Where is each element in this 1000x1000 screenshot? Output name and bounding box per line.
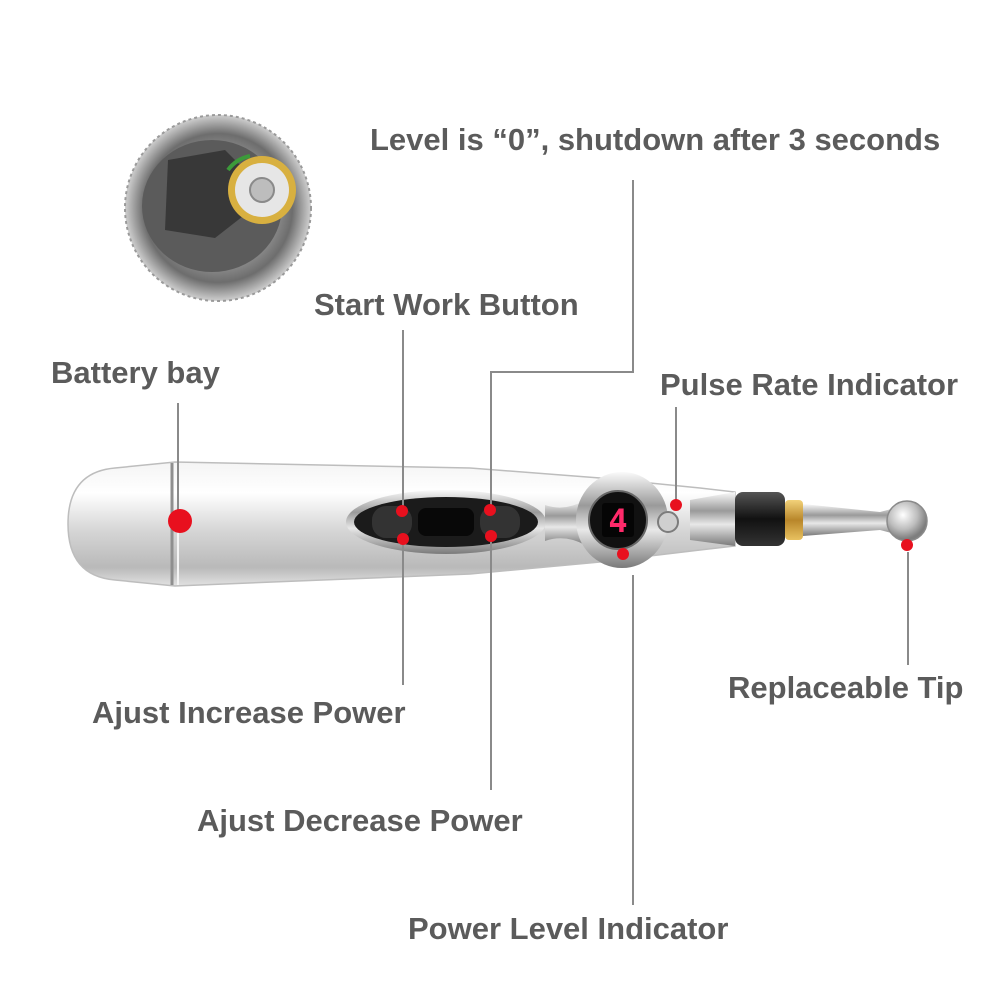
leader-level-zero bbox=[490, 180, 634, 509]
pen-body bbox=[67, 461, 928, 587]
marker-increase-power bbox=[397, 533, 409, 545]
display-screen bbox=[602, 503, 634, 537]
marker-dots bbox=[168, 499, 913, 560]
label-replaceable-tip: Replaceable Tip bbox=[728, 670, 964, 705]
label-level-zero: Level is “0”, shutdown after 3 seconds bbox=[370, 122, 941, 157]
front-collar bbox=[690, 492, 735, 546]
black-grip bbox=[735, 492, 785, 546]
display-digit: 4 bbox=[608, 502, 627, 540]
pulse-led bbox=[657, 511, 679, 533]
battery-bay-inset bbox=[124, 114, 312, 302]
replaceable-tip-head bbox=[886, 500, 928, 542]
control-panel-center bbox=[418, 508, 474, 536]
battery-terminal bbox=[249, 177, 275, 203]
marker-battery-bay bbox=[168, 509, 192, 533]
label-ajust-decrease-power: Ajust Decrease Power bbox=[197, 803, 523, 838]
tip-shaft bbox=[803, 504, 895, 536]
battery-stripe bbox=[226, 154, 251, 172]
label-battery-bay: Battery bay bbox=[51, 355, 220, 390]
gold-ring bbox=[785, 500, 803, 540]
marker-decrease-power bbox=[485, 530, 497, 542]
label-start-work-button: Start Work Button bbox=[314, 287, 579, 322]
marker-start-work bbox=[396, 505, 408, 517]
panel-neck bbox=[545, 500, 585, 545]
marker-pulse-rate bbox=[670, 499, 682, 511]
marker-level-zero bbox=[484, 504, 496, 516]
marker-replaceable-tip bbox=[901, 539, 913, 551]
leader-lines bbox=[177, 180, 909, 905]
marker-power-level bbox=[617, 548, 629, 560]
label-power-level-indicator: Power Level Indicator bbox=[408, 911, 729, 946]
label-pulse-rate-indicator: Pulse Rate Indicator bbox=[660, 367, 959, 402]
label-ajust-increase-power: Ajust Increase Power bbox=[92, 695, 406, 730]
